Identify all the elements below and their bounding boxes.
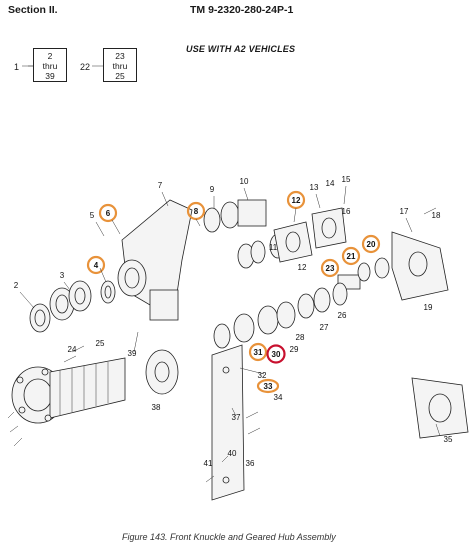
highlight-label-8: 8 xyxy=(194,207,199,216)
highlight-ring-30 xyxy=(266,344,286,364)
hub-assembly xyxy=(11,357,126,424)
callout-2: 2 xyxy=(14,281,19,290)
highlight-label-4: 4 xyxy=(94,261,99,270)
highlight-label-20: 20 xyxy=(367,240,376,249)
callout-37: 37 xyxy=(232,413,241,422)
callout-29: 29 xyxy=(290,345,299,354)
callout-27: 27 xyxy=(320,323,329,332)
lower-housing xyxy=(411,377,469,439)
highlight-ring-20 xyxy=(361,234,381,254)
callout-26: 26 xyxy=(338,311,347,320)
callout-10: 10 xyxy=(240,177,249,186)
callout-3: 3 xyxy=(60,271,65,280)
highlight-label-31: 31 xyxy=(254,348,263,357)
callout-28: 28 xyxy=(296,333,305,342)
callout-41: 41 xyxy=(204,459,213,468)
ref-box-22: 23 thru 25 xyxy=(103,48,137,82)
callout-32: 32 xyxy=(258,371,267,380)
callout-38: 38 xyxy=(152,403,161,412)
callout-7: 7 xyxy=(158,181,163,190)
cover-plate xyxy=(211,344,245,501)
callout-35: 35 xyxy=(444,435,453,444)
pinion-gear xyxy=(145,349,179,395)
ref-box-label-1: 1 xyxy=(14,62,20,72)
highlight-label-30: 30 xyxy=(272,350,281,359)
callout-40: 40 xyxy=(228,449,237,458)
callout-labels: 2 3 5 7 9 10 11 12 13 14 15 16 17 18 19 … xyxy=(14,175,453,468)
callout-16: 16 xyxy=(342,207,351,216)
callout-34: 34 xyxy=(274,393,283,402)
usage-note: USE WITH A2 VEHICLES xyxy=(186,44,296,54)
callout-15: 15 xyxy=(342,175,351,184)
highlight-ring-4 xyxy=(86,255,106,275)
bolts xyxy=(63,207,437,483)
upper-housing xyxy=(391,231,449,301)
left-seals-bearings xyxy=(29,280,116,333)
highlight-label-21: 21 xyxy=(347,252,356,261)
highlight-label-12: 12 xyxy=(292,196,301,205)
steering-knuckle xyxy=(117,199,193,321)
highlight-label-23: 23 xyxy=(326,264,335,273)
tm-number: TM 9-2320-280-24P-1 xyxy=(190,4,294,16)
highlight-ring-31 xyxy=(248,342,268,362)
ref-box-label-22: 22 xyxy=(80,62,91,72)
highlight-ring-23 xyxy=(320,258,340,278)
center-bearings xyxy=(203,199,287,269)
callout-17: 17 xyxy=(400,207,409,216)
ref-box-1-from: 2 xyxy=(47,51,53,61)
ref-box-1-thru: thru xyxy=(42,61,58,71)
highlight-ring-6 xyxy=(98,203,118,223)
flanges xyxy=(273,207,347,263)
callout-18: 18 xyxy=(432,211,441,220)
leader-lines xyxy=(19,185,441,437)
lower-bearings xyxy=(213,282,348,349)
highlight-label-6: 6 xyxy=(106,209,111,218)
ref-box-1: 2 thru 39 xyxy=(33,48,67,82)
callout-36: 36 xyxy=(246,459,255,468)
callout-39: 39 xyxy=(128,349,137,358)
highlight-ring-21 xyxy=(341,246,361,266)
callout-5: 5 xyxy=(90,211,95,220)
figure-caption: Figure 143. Front Knuckle and Geared Hub… xyxy=(122,532,336,542)
callout-12-lower: 12 xyxy=(298,263,307,272)
wheel-studs xyxy=(7,411,23,447)
callout-24: 24 xyxy=(68,345,77,354)
callout-11: 11 xyxy=(269,243,278,252)
callout-25: 25 xyxy=(96,339,105,348)
ref-box-22-from: 23 xyxy=(115,51,125,61)
section-label: Section II. xyxy=(8,4,58,16)
ref-box-22-to: 25 xyxy=(115,71,125,81)
ref-box-1-to: 39 xyxy=(45,71,55,81)
callout-14: 14 xyxy=(326,179,335,188)
highlight-ring-33 xyxy=(256,378,280,394)
ref-box-22-thru: thru xyxy=(112,61,128,71)
highlight-label-33: 33 xyxy=(264,382,273,391)
callout-19: 19 xyxy=(424,303,433,312)
callout-9: 9 xyxy=(210,185,215,194)
callout-13: 13 xyxy=(310,183,319,192)
